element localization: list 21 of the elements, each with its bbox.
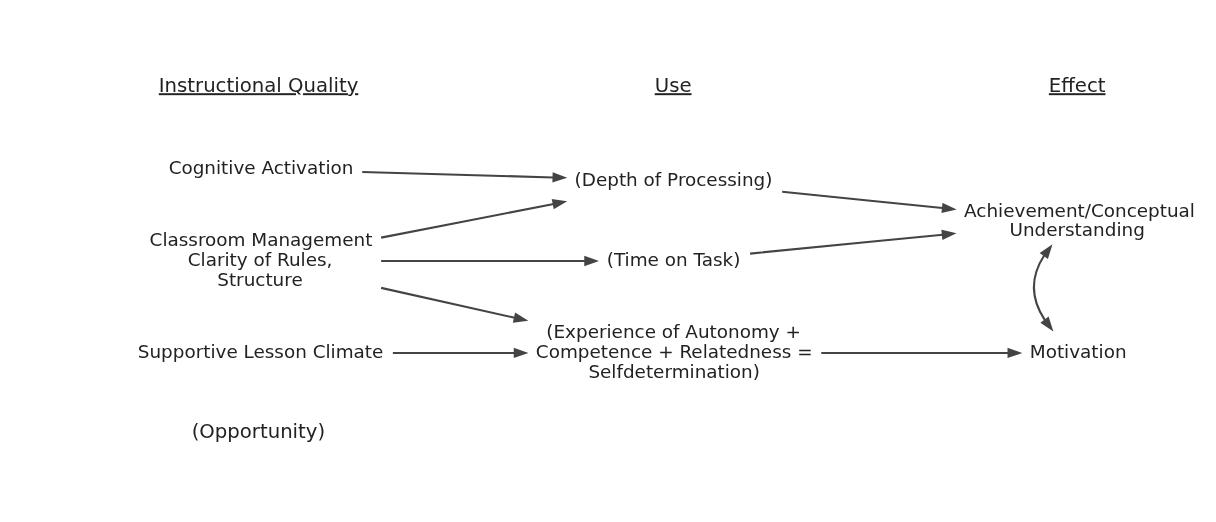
node-text: Motivation [1029,340,1127,362]
label: Instructional Quality [158,74,359,98]
label: Effect [1048,74,1106,98]
arrow [749,229,957,255]
arrow [380,199,568,239]
arrow [1032,244,1054,332]
node-text: Cognitive Activation [168,156,354,178]
label: (Opportunity) [191,419,326,443]
arrow [392,347,529,359]
node-text: (Depth of Processing) [574,168,773,190]
arrow [782,190,957,214]
node-text: (Experience of Autonomy + Competence + Relatedness = Selfdetermination) [535,321,813,382]
node-text: (Time on Task) [606,248,741,270]
label: Use [654,74,692,98]
arrow [362,170,568,183]
node-text: Classroom Management Clarity of Rules, Structure [149,229,373,290]
arrow [821,347,1023,359]
arrow [381,255,599,267]
arrow [380,286,529,323]
node-text: Achievement/Conceptual Understanding [964,199,1195,241]
node-text: Supportive Lesson Climate [137,340,384,362]
